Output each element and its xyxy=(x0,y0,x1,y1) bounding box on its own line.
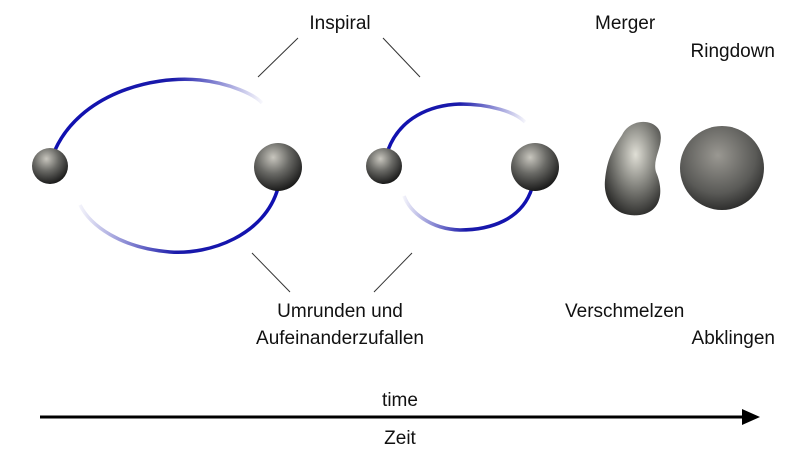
leader-line xyxy=(373,252,413,293)
orbit-arc-top-1 xyxy=(53,77,264,151)
merger-blob xyxy=(604,121,661,216)
orbit-arc-bottom-1 xyxy=(78,187,280,255)
ringdown-label: Ringdown xyxy=(691,41,776,62)
time-de-label: Zeit xyxy=(384,428,416,449)
time-arrow-head xyxy=(742,409,760,425)
orbit-arc-top-2 xyxy=(386,102,527,151)
inspiral-de-label-line1: Umrunden und xyxy=(277,301,403,322)
inspiral-de-label-line2: Aufeinanderzufallen xyxy=(256,328,424,349)
time-label: time xyxy=(382,390,418,411)
leader-line xyxy=(251,252,291,293)
ringdown-de-label: Abklingen xyxy=(692,328,775,349)
merger-label: Merger xyxy=(595,13,656,34)
ringdown-black-hole xyxy=(680,126,764,210)
orbit-arc-bottom-2 xyxy=(402,187,534,232)
black-hole-small-1 xyxy=(32,148,68,184)
leader-line xyxy=(257,37,299,78)
black-hole-large-1 xyxy=(254,143,302,191)
inspiral-label: Inspiral xyxy=(309,13,370,34)
leader-line xyxy=(382,37,421,78)
black-hole-large-2 xyxy=(511,143,559,191)
merger-de-label: Verschmelzen xyxy=(565,301,684,322)
black-hole-small-2 xyxy=(366,148,402,184)
